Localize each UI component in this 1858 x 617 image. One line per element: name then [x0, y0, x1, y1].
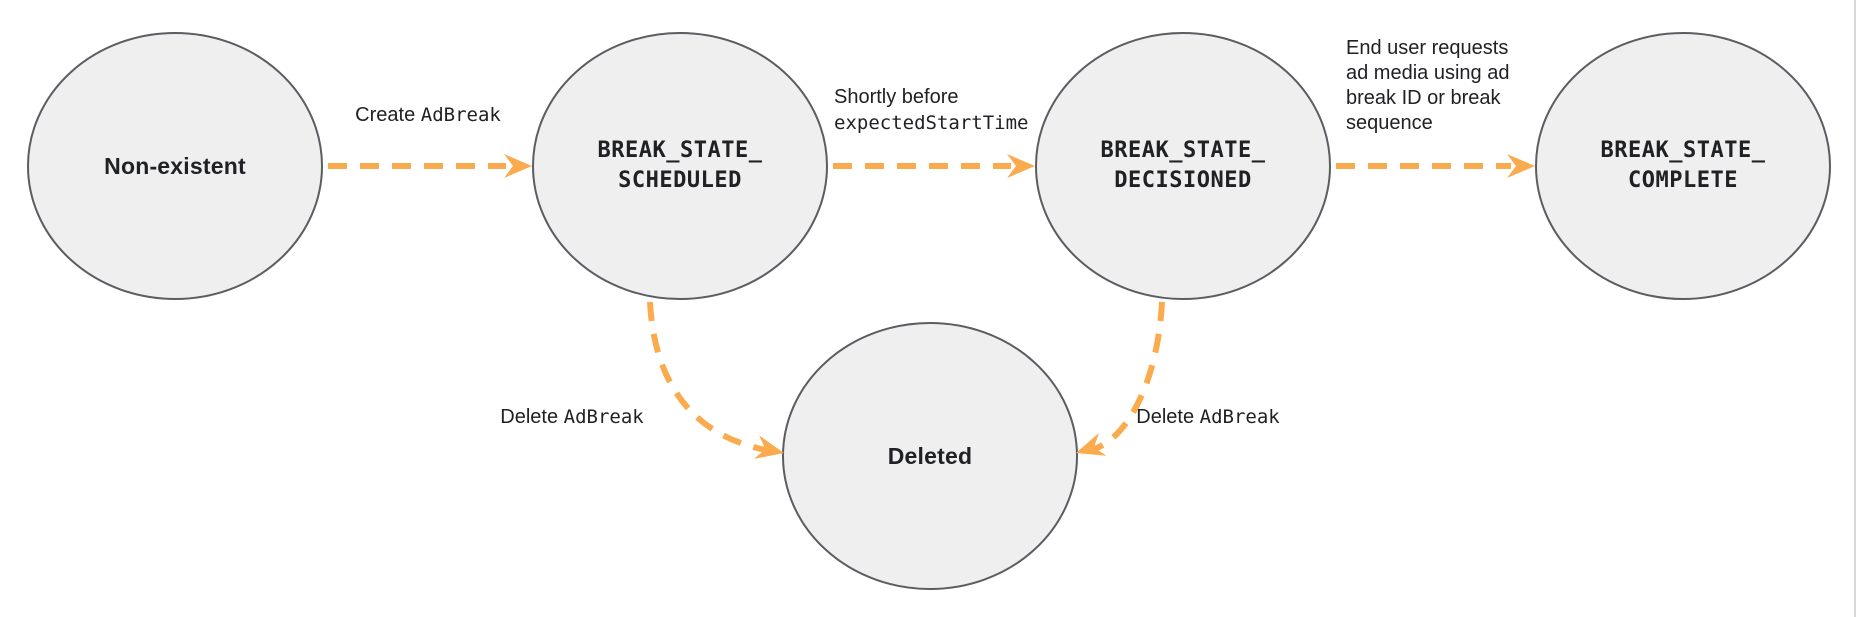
transition-arrows	[328, 163, 1511, 453]
arrowhead-delete-left	[754, 435, 784, 459]
arrow-delete-right-line	[1092, 301, 1165, 452]
arrowhead-shortly-before	[1007, 154, 1035, 178]
arrowhead-delete-right	[1076, 432, 1107, 456]
state-node-deleted	[782, 322, 1078, 590]
arrowheads	[504, 154, 1535, 459]
state-node-non-existent	[27, 32, 323, 300]
state-node-scheduled	[532, 32, 828, 300]
arrowhead-end-user	[1507, 154, 1535, 178]
arrow-delete-left-line	[647, 301, 767, 453]
state-node-complete	[1535, 32, 1831, 300]
arrowhead-create	[504, 154, 532, 178]
state-node-decisioned	[1035, 32, 1331, 300]
